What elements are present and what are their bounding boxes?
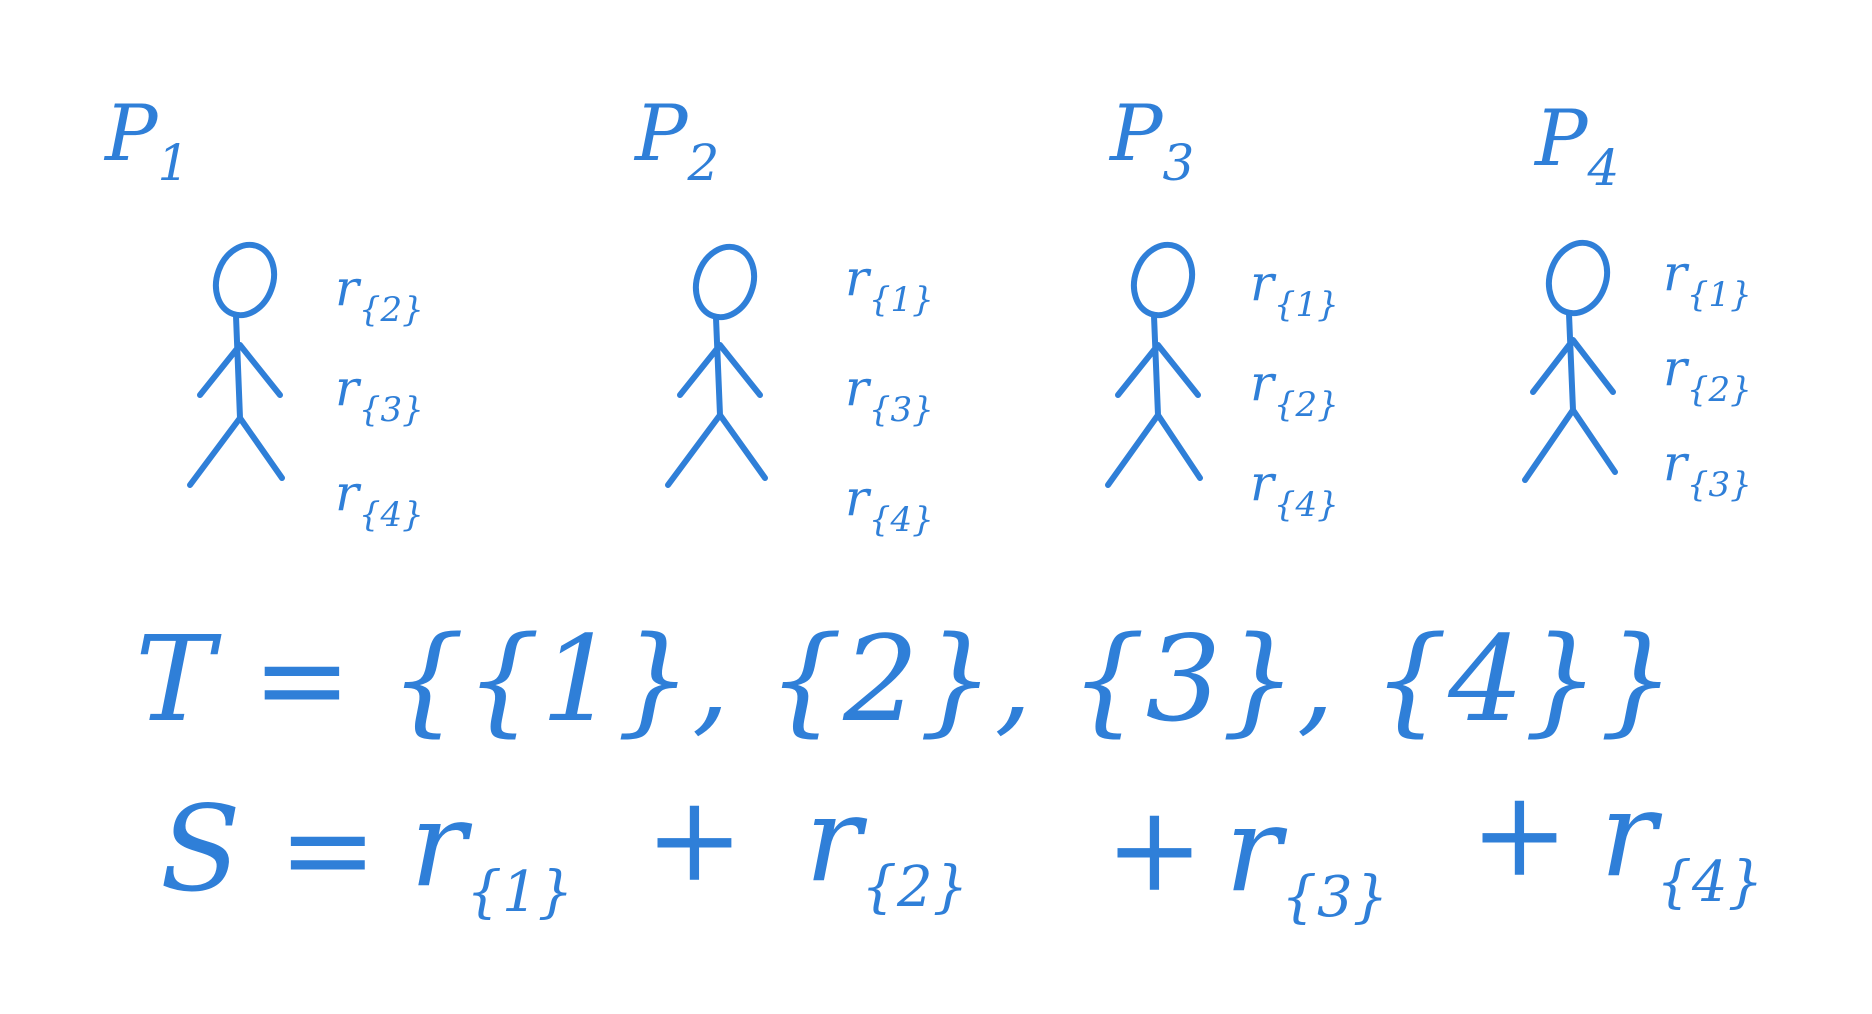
reward-list-4: r{1} r{2} r{3} [1663,244,1752,505]
equation-t: T = {{1}, {2}, {3}, {4}} [135,610,1675,748]
equation-s-term-2: r{2} [805,770,968,920]
player-3: P3 r{1} r{2} r{4} [1105,89,1339,525]
plus-3: + [1470,765,1569,903]
player-label-4: P4 [1533,94,1619,197]
player-label-3: P3 [1108,89,1194,192]
equation-s: S = r{1} + r{2} + r{3} + r{4} [160,765,1763,930]
player-4: P4 r{1} r{2} r{3} [1522,94,1752,505]
reward-3-3: r{4} [1250,454,1339,525]
reward-2-1: r{1} [845,249,934,320]
equation-s-term-1: r{1} [410,775,573,925]
reward-4-2: r{2} [1663,339,1752,410]
player-label-1: P1 [103,89,189,192]
plus-1: + [645,770,744,908]
reward-3-2: r{2} [1250,354,1339,425]
reward-1-3: r{4} [335,464,424,535]
reward-3-1: r{1} [1250,254,1339,325]
reward-2-3: r{4} [845,469,934,540]
reward-1-2: r{3} [335,359,424,430]
reward-2-2: r{3} [845,359,934,430]
reward-list-3: r{1} r{2} r{4} [1250,254,1339,525]
reward-list-2: r{1} r{3} r{4} [845,249,934,540]
reward-list-1: r{2} r{3} r{4} [335,259,424,535]
reward-4-1: r{1} [1663,244,1752,315]
stick-figure-3 [1105,241,1203,488]
player-label-2: P2 [633,89,719,192]
equation-s-lhs: S = [160,780,377,918]
plus-2: + [1105,780,1204,918]
equation-s-term-4: r{4} [1600,765,1763,915]
reward-4-3: r{3} [1663,434,1752,505]
equation-s-term-3: r{3} [1225,780,1388,930]
stick-figure-1 [187,241,285,488]
player-2: P2 r{1} r{3} r{4} [633,89,934,540]
reward-1-1: r{2} [335,259,424,330]
player-1: P1 r{2} r{3} r{4} [103,89,424,535]
stick-figure-2 [665,243,768,488]
stick-figure-4 [1522,239,1618,483]
